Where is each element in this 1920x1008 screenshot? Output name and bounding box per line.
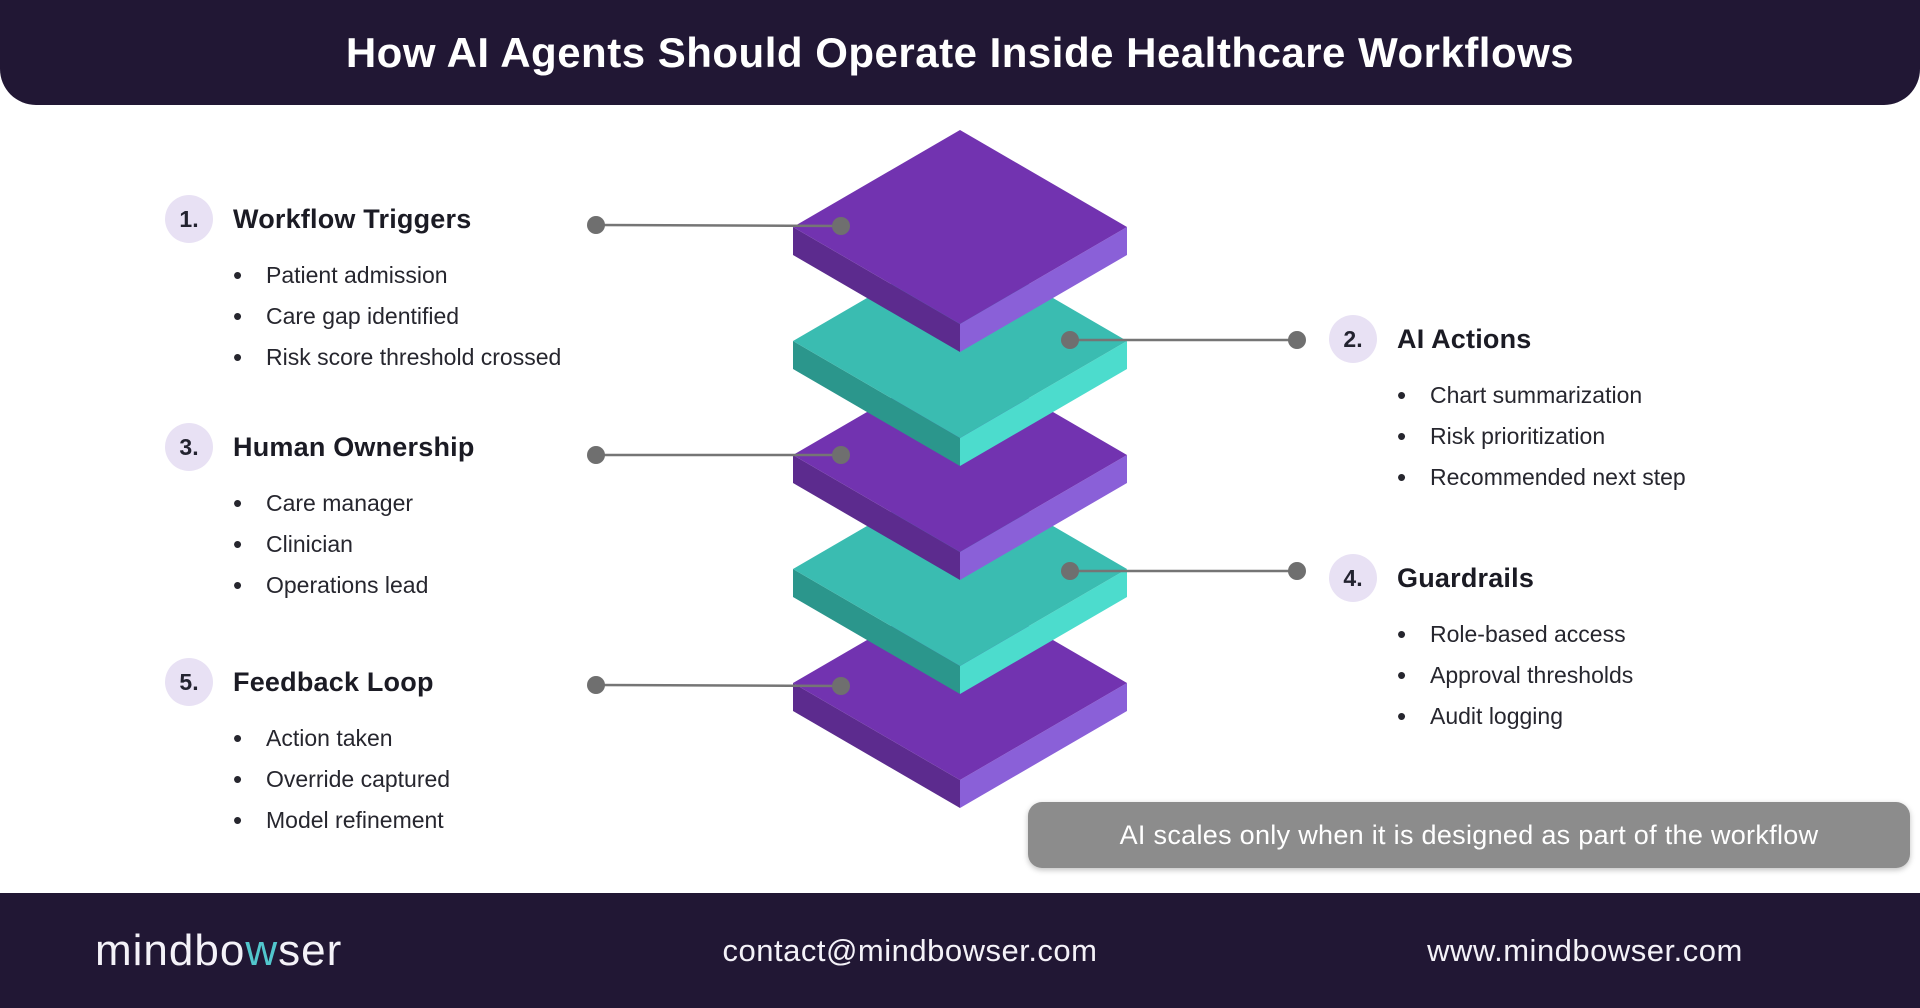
list-item: Patient admission	[165, 255, 725, 296]
section-title: Workflow Triggers	[233, 203, 472, 234]
list-item: Recommended next step	[1329, 457, 1889, 498]
logo-text: ser	[278, 925, 343, 975]
title-bar: How AI Agents Should Operate Inside Heal…	[0, 0, 1920, 105]
step-number-badge: 1.	[165, 195, 213, 243]
list-item: Risk score threshold crossed	[165, 337, 725, 378]
section-title: Human Ownership	[233, 431, 475, 462]
section-title: AI Actions	[1397, 323, 1532, 354]
bullet-list: Patient admission Care gap identified Ri…	[165, 255, 725, 378]
list-item: Model refinement	[165, 800, 725, 841]
bullet-list: Care manager Clinician Operations lead	[165, 483, 725, 606]
step-number-badge: 3.	[165, 423, 213, 471]
section-title: Guardrails	[1397, 562, 1535, 593]
connector-lines	[595, 223, 1297, 688]
step-number-badge: 2.	[1329, 315, 1377, 363]
list-item: Approval thresholds	[1329, 655, 1889, 696]
connector-dots	[587, 216, 1306, 695]
list-item: Role-based access	[1329, 614, 1889, 655]
list-item: Action taken	[165, 718, 725, 759]
section-guardrails: 4. Guardrails Role-based access Approval…	[1329, 554, 1889, 737]
layer-1-workflow-triggers	[793, 130, 1127, 352]
logo-text: mindbo	[95, 925, 246, 975]
logo-accent-letter: w	[245, 925, 279, 975]
list-item: Clinician	[165, 524, 725, 565]
list-item: Risk prioritization	[1329, 416, 1889, 457]
contact-email[interactable]: contact@mindbowser.com	[722, 932, 1098, 968]
list-item: Override captured	[165, 759, 725, 800]
takeaway-banner: AI scales only when it is designed as pa…	[1028, 802, 1910, 868]
section-title: Feedback Loop	[233, 666, 434, 697]
step-number-badge: 5.	[165, 658, 213, 706]
list-item: Audit logging	[1329, 696, 1889, 737]
bullet-list: Action taken Override captured Model ref…	[165, 718, 725, 841]
bullet-list: Role-based access Approval thresholds Au…	[1329, 614, 1889, 737]
section-human-ownership: 3. Human Ownership Care manager Clinicia…	[165, 423, 725, 606]
takeaway-text: AI scales only when it is designed as pa…	[1119, 819, 1819, 850]
section-ai-actions: 2. AI Actions Chart summarization Risk p…	[1329, 315, 1889, 498]
footer-bar: mindbowser contact@mindbowser.com www.mi…	[0, 893, 1920, 1008]
mindbowser-logo: mindbowser	[95, 926, 342, 976]
section-feedback-loop: 5. Feedback Loop Action taken Override c…	[165, 658, 725, 841]
list-item: Care gap identified	[165, 296, 725, 337]
list-item: Chart summarization	[1329, 375, 1889, 416]
page-title: How AI Agents Should Operate Inside Heal…	[345, 28, 1575, 76]
step-number-badge: 4.	[1329, 554, 1377, 602]
list-item: Care manager	[165, 483, 725, 524]
bullet-list: Chart summarization Risk prioritization …	[1329, 375, 1889, 498]
list-item: Operations lead	[165, 565, 725, 606]
website-url[interactable]: www.mindbowser.com	[1427, 932, 1743, 968]
section-workflow-triggers: 1. Workflow Triggers Patient admission C…	[165, 195, 725, 378]
